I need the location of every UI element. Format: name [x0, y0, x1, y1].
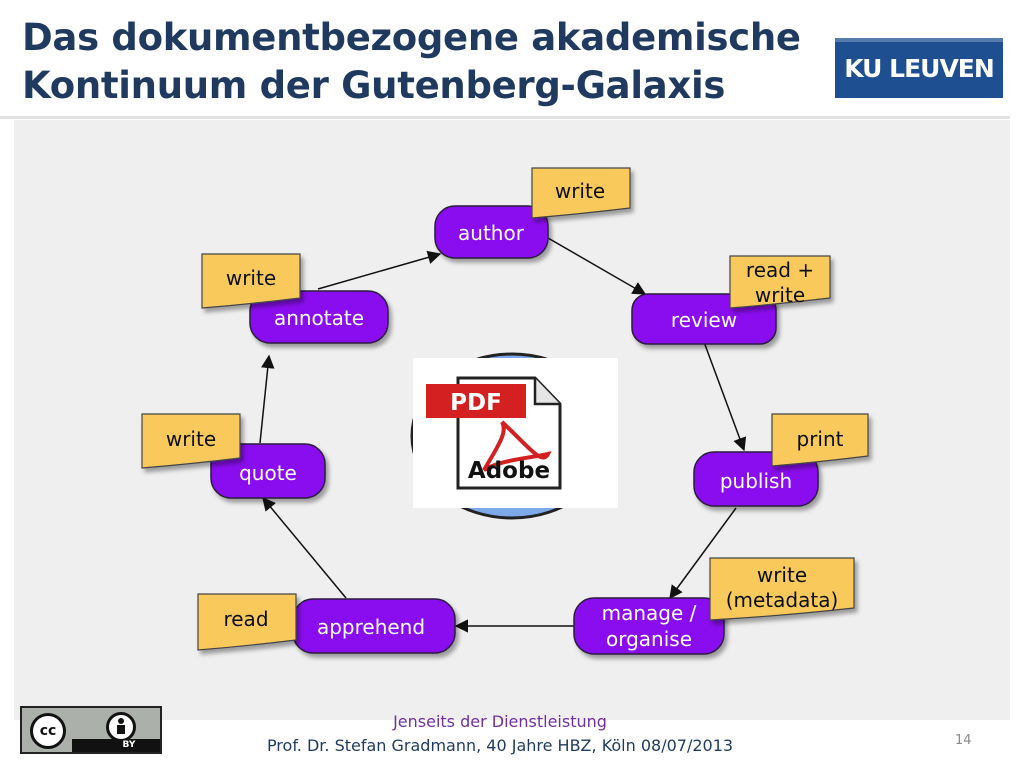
- pdf-label: PDF: [450, 390, 502, 416]
- node-quote-label: quote: [239, 461, 297, 485]
- slide-title: Das dokumentbezogene akademische Kontinu…: [22, 14, 822, 110]
- ku-leuven-logo: KU LEUVEN: [835, 38, 1003, 98]
- title-divider: [0, 116, 1010, 119]
- note-review: read + write: [729, 255, 831, 309]
- by-label: BY: [72, 739, 160, 752]
- cc-icon: cc: [30, 713, 66, 749]
- node-author: author: [434, 205, 549, 259]
- edge-publish-manage: [669, 507, 737, 600]
- attribution-person-icon: [106, 712, 136, 742]
- note-quote: write: [141, 413, 241, 469]
- node-publish: publish: [693, 451, 819, 507]
- node-manage-label-2: organise: [606, 627, 692, 651]
- edge-annotate-author: [317, 250, 442, 290]
- title-line-1: Das dokumentbezogene akademische: [22, 16, 801, 59]
- edge-review-publish: [703, 341, 747, 452]
- person-head-icon: [118, 718, 124, 724]
- node-manage-label-1: manage /: [602, 601, 697, 625]
- note-manage-label-2: (metadata): [726, 588, 839, 612]
- note-quote-label: write: [166, 427, 216, 451]
- edge-quote-annotate: [259, 354, 275, 444]
- node-publish-label: publish: [720, 469, 792, 493]
- title-line-2: Kontinuum der Gutenberg-Galaxis: [22, 64, 726, 107]
- note-apprehend-label: read: [223, 607, 268, 631]
- note-annotate-label: write: [226, 266, 276, 290]
- node-review: review: [631, 293, 777, 345]
- logo-highlight: [835, 38, 1003, 42]
- node-manage: manage / organise: [573, 597, 725, 655]
- node-annotate-label: annotate: [274, 306, 364, 330]
- footer-author-line: Prof. Dr. Stefan Gradmann, 40 Jahre HBZ,…: [266, 736, 734, 755]
- person-body-icon: [117, 725, 125, 734]
- node-apprehend: apprehend: [292, 598, 456, 654]
- note-review-label-1: read +: [746, 258, 814, 282]
- note-author: write: [531, 167, 631, 219]
- note-publish: print: [771, 413, 869, 467]
- note-apprehend: read: [197, 593, 297, 651]
- node-author-label: author: [458, 221, 525, 245]
- node-apprehend-label: apprehend: [317, 615, 425, 639]
- adobe-label: Adobe: [468, 458, 550, 484]
- note-manage-label-1: write: [757, 563, 807, 587]
- note-annotate: write: [201, 253, 301, 309]
- note-manage: write (metadata): [709, 557, 855, 621]
- note-review-label-2: write: [755, 283, 805, 307]
- footer-subtitle: Jenseits der Dienstleistung: [393, 712, 607, 731]
- center-pdf-group: PDF Adobe: [410, 352, 618, 520]
- edges: [259, 237, 747, 633]
- edge-apprehend-quote: [262, 496, 347, 599]
- page-number: 14: [955, 733, 972, 748]
- pdf-document-icon: [426, 376, 562, 490]
- node-annotate: annotate: [249, 290, 389, 344]
- node-review-label: review: [671, 308, 737, 332]
- cc-by-license-badge[interactable]: cc BY: [20, 706, 162, 754]
- edge-author-review: [547, 237, 647, 295]
- note-author-label: write: [555, 179, 605, 203]
- note-publish-label: print: [797, 427, 844, 451]
